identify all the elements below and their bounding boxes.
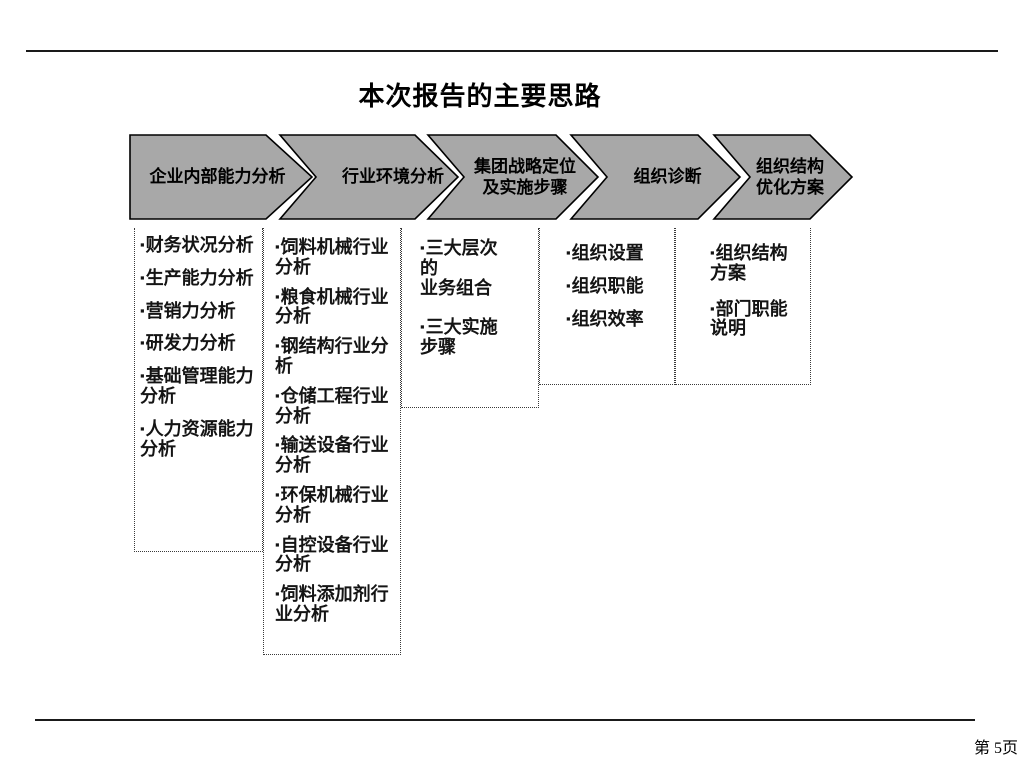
list-item: ▪组织效率 — [566, 308, 668, 330]
chevron-label-industry-environment: 行业环境分析 — [342, 167, 444, 187]
list-box-internal-capability: ▪财务状况分析 ▪生产能力分析 ▪营销力分析 ▪研发力分析 ▪基础管理能力 分析… — [134, 228, 263, 552]
list-box-group-strategy: ▪三大层次的 业务组合 ▪三大实施 步骤 — [401, 228, 539, 408]
chevron-shape-3 — [426, 134, 600, 220]
bullet-icon: ▪ — [140, 237, 145, 252]
bullet-icon: ▪ — [140, 420, 145, 436]
chevron-label-group-strategy: 集团战略定位 及实施步骤 — [474, 156, 576, 197]
bullet-icon: ▪ — [275, 437, 280, 453]
list-item: ▪三大实施 步骤 — [420, 318, 498, 358]
bullet-icon: ▪ — [275, 239, 280, 254]
bullet-icon: ▪ — [140, 368, 145, 384]
list-item: ▪研发力分析 — [140, 333, 260, 354]
chevron-shape-5 — [712, 134, 854, 220]
list-item-text: 研发力分析 — [145, 333, 236, 354]
list-item-text: 基础管理能力 分析 — [140, 366, 254, 406]
bullet-icon: ▪ — [140, 302, 145, 318]
list-item: ▪组织职能 — [566, 275, 668, 297]
chevron-shape-2 — [278, 134, 460, 220]
list-item: ▪财务状况分析 — [140, 235, 260, 256]
bullet-icon: ▪ — [566, 310, 571, 326]
list-item-text: 粮食机械行业 分析 — [275, 286, 389, 327]
list-box-industry-environment: ▪饲料机械行业 分析 ▪粮食机械行业 分析 ▪钢结构行业分 析 ▪仓储工程行业 … — [263, 228, 401, 655]
list-item: ▪输送设备行业 分析 — [275, 436, 396, 476]
bullet-icon: ▪ — [420, 319, 425, 335]
chevron-label-internal-capability: 企业内部能力分析 — [149, 167, 286, 187]
bullet-icon: ▪ — [275, 288, 280, 304]
process-chevron-band: 企业内部能力分析 行业环境分析 集团战略定位 及实施步骤 组织诊断 组织结构 优… — [128, 134, 868, 220]
bullet-icon: ▪ — [420, 240, 425, 255]
list-item-text: 饲料添加剂行 业分析 — [275, 584, 389, 624]
bullet-icon: ▪ — [140, 335, 145, 351]
list-item-text: 自控设备行业 分析 — [275, 534, 389, 575]
list-item-text: 三大层次的 业务组合 — [420, 238, 498, 298]
bullet-icon: ▪ — [275, 486, 280, 502]
bullet-icon: ▪ — [710, 300, 715, 316]
list-item: ▪组织结构 方案 — [710, 243, 804, 284]
list-item-text: 财务状况分析 — [145, 235, 254, 255]
list-item: ▪饲料添加剂行 业分析 — [275, 584, 396, 625]
list-item: ▪饲料机械行业 分析 — [275, 237, 396, 278]
list-item-text: 人力资源能力 分析 — [140, 418, 254, 459]
bullet-icon: ▪ — [710, 245, 715, 260]
list-item-text: 输送设备行业 分析 — [275, 435, 389, 476]
list-item-text: 组织职能 — [571, 275, 644, 296]
list-item-text: 三大实施 步骤 — [420, 317, 498, 358]
list-item-text: 饲料机械行业 分析 — [275, 237, 389, 277]
page-number: 第 5页 — [973, 740, 1018, 757]
list-item-text: 钢结构行业分 析 — [275, 336, 389, 376]
list-item-text: 组织结构 方案 — [710, 243, 788, 283]
list-item-text: 营销力分析 — [145, 300, 236, 321]
list-box-organization-diagnosis: ▪组织设置 ▪组织职能 ▪组织效率 — [539, 228, 675, 385]
list-item: ▪粮食机械行业 分析 — [275, 286, 396, 328]
top-divider — [26, 50, 998, 52]
bullet-icon: ▪ — [566, 277, 571, 293]
chevron-label-structure-optimization: 组织结构 优化方案 — [756, 156, 824, 197]
list-item: ▪自控设备行业 分析 — [275, 534, 396, 576]
list-item-text: 环保机械行业 分析 — [275, 484, 389, 525]
list-item-text: 部门职能 说明 — [710, 298, 788, 339]
page-title: 本次报告的主要思路 — [358, 81, 602, 111]
list-item: ▪部门职能 说明 — [710, 298, 804, 340]
list-item: ▪仓储工程行业 分析 — [275, 385, 396, 427]
bottom-divider — [35, 719, 975, 721]
list-item: ▪生产能力分析 — [140, 267, 260, 289]
bullet-icon: ▪ — [275, 387, 280, 403]
chevron-label-organization-diagnosis: 组织诊断 — [633, 167, 702, 187]
list-item-text: 生产能力分析 — [145, 267, 254, 288]
list-item-text: 组织效率 — [571, 308, 644, 329]
list-item: ▪三大层次的 业务组合 — [420, 238, 498, 298]
list-item-text: 仓储工程行业 分析 — [275, 385, 389, 426]
bullet-icon: ▪ — [275, 536, 280, 552]
chevron-shape-1 — [129, 134, 314, 220]
list-box-structure-optimization: ▪组织结构 方案 ▪部门职能 说明 — [675, 228, 811, 385]
list-item: ▪钢结构行业分 析 — [275, 336, 396, 377]
bullet-icon: ▪ — [275, 338, 280, 354]
list-item: ▪营销力分析 — [140, 300, 260, 322]
chevron-shape-4 — [569, 134, 742, 220]
bullet-icon: ▪ — [566, 245, 571, 260]
bullet-icon: ▪ — [140, 269, 145, 285]
list-item: ▪基础管理能力 分析 — [140, 366, 260, 407]
list-item-text: 组织设置 — [571, 243, 644, 263]
list-item: ▪人力资源能力 分析 — [140, 418, 260, 460]
bullet-icon: ▪ — [275, 586, 280, 602]
list-item: ▪组织设置 — [566, 243, 668, 264]
chevron-shapes — [129, 134, 854, 220]
list-item: ▪环保机械行业 分析 — [275, 484, 396, 526]
